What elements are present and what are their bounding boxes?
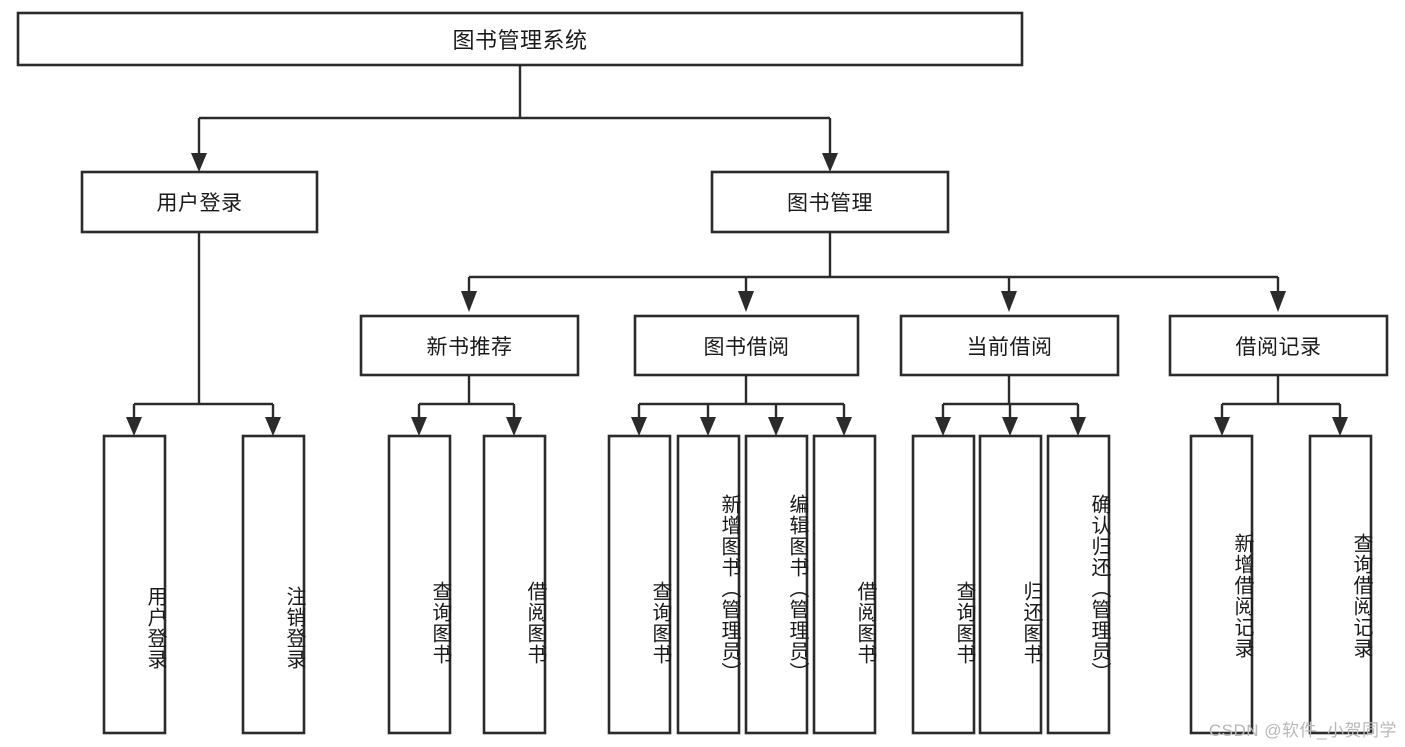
node-box-leaf-edit-book-admin[interactable] [744, 434, 809, 735]
node-box-borrow-record[interactable] [1168, 314, 1389, 377]
node-box-root[interactable] [16, 11, 1024, 67]
arrow-leaf-query-book-1 [411, 417, 427, 436]
arrow-leaf-user-login [126, 417, 142, 436]
node-box-leaf-logout[interactable] [241, 434, 306, 735]
arrow-leaf-add-record [1214, 417, 1230, 436]
arrow-to-current-borrow [1001, 291, 1017, 312]
node-box-leaf-borrow-book-1[interactable] [482, 434, 547, 735]
node-box-leaf-user-login[interactable] [102, 434, 167, 735]
arrow-leaf-query-record [1332, 417, 1348, 436]
node-box-current-borrow[interactable] [899, 314, 1120, 377]
arrow-leaf-borrow-book-2 [836, 417, 852, 436]
arrow-leaf-query-book-3 [935, 417, 951, 436]
node-box-leaf-query-book-1[interactable] [387, 434, 452, 735]
arrow-leaf-borrow-book-1 [506, 417, 522, 436]
node-box-book-manage[interactable] [710, 170, 950, 234]
node-box-leaf-confirm-return-admin[interactable] [1046, 434, 1111, 735]
node-box-leaf-return-book[interactable] [978, 434, 1043, 735]
node-box-user-login[interactable] [80, 170, 319, 234]
arrow-to-new-book-rec [461, 291, 477, 312]
arrow-leaf-query-book-2 [631, 417, 647, 436]
arrow-to-book-borrow [738, 291, 754, 312]
arrow-to-book-manage [822, 153, 838, 172]
node-box-leaf-query-book-3[interactable] [911, 434, 976, 735]
arrow-leaf-return-book [1002, 417, 1018, 436]
arrow-leaf-edit-book-admin [768, 417, 784, 436]
node-box-leaf-add-record[interactable] [1189, 434, 1254, 735]
arrow-to-user-login [191, 153, 207, 172]
arrow-leaf-logout [265, 417, 281, 436]
node-box-leaf-borrow-book-2[interactable] [812, 434, 877, 735]
node-box-leaf-query-record[interactable] [1308, 434, 1373, 735]
node-box-new-book-rec[interactable] [359, 314, 580, 377]
arrow-leaf-add-book-admin [700, 417, 716, 436]
box-layer [16, 11, 1389, 735]
arrow-leaf-confirm-return-admin [1070, 417, 1086, 436]
node-box-book-borrow[interactable] [633, 314, 860, 377]
connector-layer [126, 65, 1348, 436]
arrow-to-borrow-record [1270, 291, 1286, 312]
node-box-leaf-add-book-admin[interactable] [676, 434, 741, 735]
node-box-leaf-query-book-2[interactable] [607, 434, 672, 735]
